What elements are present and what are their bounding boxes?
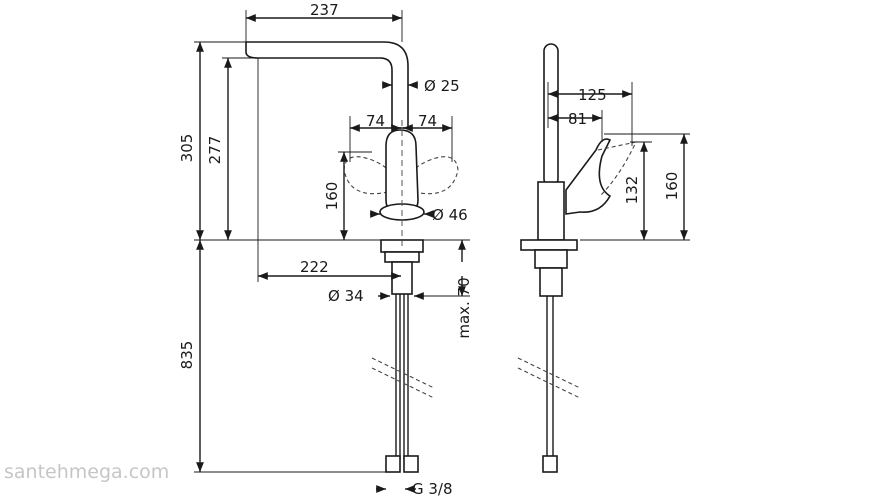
side-lever [565,138,612,215]
side-shank [539,267,563,297]
front-view: 237 Ø 25 74 74 305 277 160 Ø 46 222 [178,1,473,498]
dim-base-diameter: Ø 34 [328,287,364,305]
dim-overall-height: 305 [178,134,196,163]
front-shank [391,261,413,295]
watermark: santehmega.com [4,461,169,483]
dim-lever-height: 132 [623,176,641,205]
side-escutcheon [520,239,578,251]
dim-body-diameter: Ø 46 [432,206,468,224]
front-connector-right [403,455,419,473]
dim-spout-diameter: Ø 25 [424,77,460,95]
dim-max-deck: max. 70 [455,277,473,338]
side-connector [542,455,558,473]
front-nut [384,251,420,263]
side-view: 125 81 132 160 [517,43,690,473]
dim-handle-left: 74 [366,112,385,130]
side-spout [543,43,559,187]
dim-reach-total: 237 [310,1,339,19]
handle-swing-left [343,156,396,195]
front-spout [245,41,409,129]
dim-reach-from-center: 222 [300,258,329,276]
dim-connection: G 3/8 [412,480,453,498]
dim-spout-height: 277 [206,136,224,165]
handle-swing-right [405,156,459,195]
dim-shank-length: 835 [178,341,196,370]
dim-handle-height: 160 [323,182,341,211]
dim-handle-right: 74 [418,112,437,130]
dim-lever-offset: 81 [568,110,587,128]
front-connector-left [385,455,401,473]
dim-lever-reach: 125 [578,86,607,104]
dim-lever-total-height: 160 [663,172,681,201]
side-nut [534,249,568,269]
side-body [537,181,565,241]
